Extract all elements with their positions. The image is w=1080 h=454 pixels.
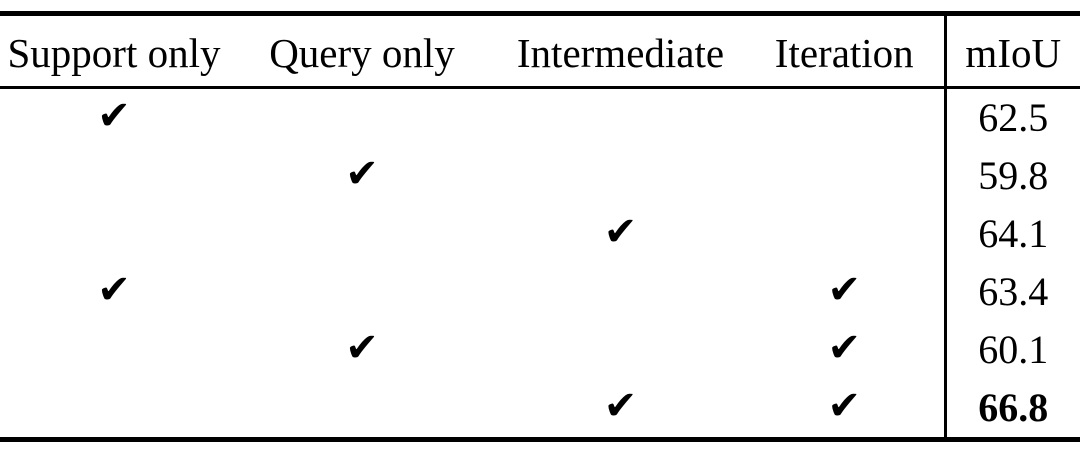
- check-icon: ✔: [603, 209, 638, 255]
- check-cell: [0, 321, 228, 379]
- check-cell: [228, 205, 496, 263]
- check-cell: [496, 147, 745, 205]
- check-cell: ✔: [0, 88, 228, 148]
- miou-value: 63.4: [943, 263, 1080, 321]
- check-cell: [0, 379, 228, 440]
- check-cell: [228, 88, 496, 148]
- check-cell: [0, 205, 228, 263]
- miou-value: 60.1: [943, 321, 1080, 379]
- check-cell: [0, 147, 228, 205]
- table-row: ✔ 64.1: [0, 205, 1080, 263]
- check-cell: ✔: [745, 263, 945, 321]
- check-cell: [496, 263, 745, 321]
- check-icon: ✔: [827, 325, 861, 371]
- check-cell: ✔: [228, 147, 496, 205]
- check-icon: ✔: [827, 267, 861, 313]
- check-icon: ✔: [603, 383, 638, 429]
- check-cell: [228, 263, 496, 321]
- check-cell: ✔: [745, 321, 945, 379]
- miou-value: 59.8: [943, 147, 1080, 205]
- column-header-intermediate: Intermediate: [496, 13, 745, 89]
- table-row: ✔ 59.8: [0, 147, 1080, 205]
- check-icon: ✔: [97, 267, 131, 313]
- table-row: ✔ ✔ 63.4: [0, 263, 1080, 321]
- check-cell: ✔: [228, 321, 496, 379]
- miou-value: 64.1: [943, 205, 1080, 263]
- check-cell: [745, 205, 945, 263]
- check-cell: ✔: [496, 205, 745, 263]
- miou-value: 66.8: [943, 379, 1080, 440]
- check-cell: [745, 147, 945, 205]
- check-cell: ✔: [496, 379, 745, 440]
- check-cell: ✔: [0, 263, 228, 321]
- check-icon: ✔: [345, 151, 379, 197]
- check-cell: ✔: [745, 379, 945, 440]
- check-cell: [496, 321, 745, 379]
- column-header-query-only: Query only: [228, 13, 496, 89]
- miou-value: 62.5: [943, 87, 1080, 147]
- table-row: ✔ ✔ 60.1: [0, 321, 1080, 379]
- table-row: ✔ ✔ 66.8: [0, 379, 1080, 440]
- column-header-iteration: Iteration: [745, 13, 945, 89]
- column-header-support-only: Support only: [0, 13, 228, 89]
- table-row: ✔ 62.5: [0, 87, 1080, 148]
- table-body: ✔ 62.5 ✔ 59.8 ✔ 64.1 ✔ ✔ 63.4 ✔ ✔ 60.1 ✔ ✔ 66.8: [0, 87, 1080, 440]
- check-cell: [496, 88, 745, 148]
- check-cell: [745, 88, 945, 148]
- check-cell: [228, 379, 496, 440]
- check-icon: ✔: [345, 325, 379, 371]
- column-header-miou: mIoU: [943, 13, 1080, 89]
- check-icon: ✔: [827, 383, 861, 429]
- check-icon: ✔: [97, 93, 131, 139]
